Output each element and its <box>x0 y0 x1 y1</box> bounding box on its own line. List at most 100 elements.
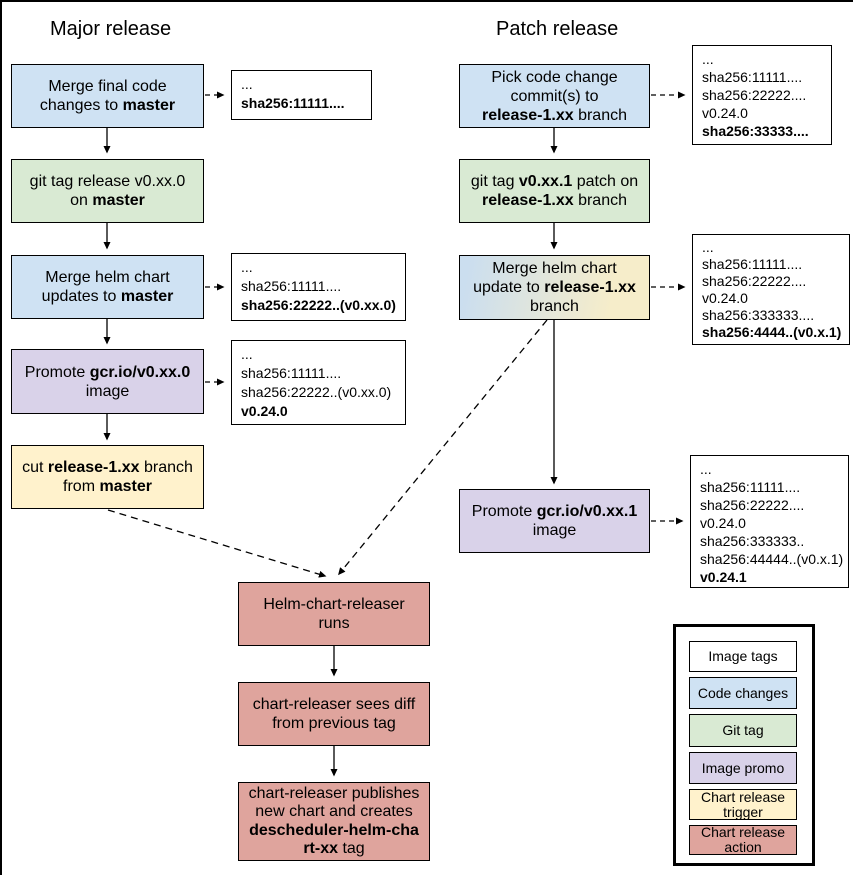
legend-item-image-promo: Image promo <box>689 752 797 784</box>
text-line: Promote gcr.io/v0.xx.0 <box>25 363 190 382</box>
text-segment: release-1.xx <box>544 279 636 296</box>
text-segment: commit(s) to <box>510 87 599 105</box>
text-line: from previous tag <box>272 714 396 733</box>
text-segment: ... <box>702 239 714 255</box>
text-segment: patch on <box>572 173 639 190</box>
text-line: Merge final code <box>48 77 166 96</box>
text-line: from master <box>63 477 152 496</box>
text-segment: ... <box>702 51 714 67</box>
text-segment: sha256:22222.... <box>702 273 807 289</box>
text-segment: from previous tag <box>272 715 396 732</box>
text-line: update to release-1.xx <box>473 278 636 297</box>
text-segment: master <box>92 192 145 209</box>
text-segment: chart-releaser publishes <box>248 784 420 802</box>
legend-label: Chart release trigger <box>700 788 786 820</box>
text-line: Helm-chart-releaser <box>263 595 404 614</box>
text-line: sha256:22222..(v0.xx.0) <box>241 383 396 402</box>
text-segment: runs <box>318 615 350 632</box>
major-release-title: Major release <box>50 18 172 40</box>
text-segment: chart-releaser sees diff <box>252 696 416 713</box>
text-segment: on <box>70 192 93 209</box>
note-patch-chart-tags: ... sha256:11111.... sha256:22222.... v0… <box>692 234 850 345</box>
legend-label: Chart release action <box>700 824 786 855</box>
text-segment: cut <box>22 459 48 476</box>
text-segment: ... <box>700 461 712 477</box>
text-segment: Merge helm chart <box>492 260 617 277</box>
text-segment: Helm-chart-releaser <box>263 596 405 613</box>
text-segment: sha256:11111.... <box>702 256 803 272</box>
text-segment: gcr.io/v0.xx.1 <box>536 503 638 520</box>
text-line: release-1.xx branch <box>482 191 627 210</box>
text-line: Merge helm chart <box>45 268 170 287</box>
text-segment: branch <box>139 459 193 476</box>
step-merge-final-code: Merge final code changes to master <box>11 64 204 128</box>
step-merge-helm-chart-master: Merge helm chart updates to master <box>11 255 204 319</box>
note-major-chart-tags: ... sha256:11111.... sha256:22222..(v0.x… <box>231 253 406 321</box>
text-segment: v0.24.0 <box>241 403 288 419</box>
text-segment: branch <box>573 106 627 124</box>
text-line: sha256:22222.... <box>700 496 839 514</box>
text-line: git tag v0.xx.1 patch on <box>471 172 638 191</box>
text-line: on master <box>70 191 145 210</box>
text-line: sha256:4444..(v0.x.1) <box>702 324 842 341</box>
text-line: Pick code change <box>491 68 617 87</box>
text-segment: gcr.io/v0.xx.0 <box>89 363 191 381</box>
text-segment: branch <box>530 298 579 315</box>
patch-release-title: Patch release <box>496 18 619 40</box>
text-line: sha256:22222..(v0.xx.0) <box>241 296 396 315</box>
text-line: rt-xx tag <box>303 840 364 859</box>
text-segment: update to <box>473 279 545 296</box>
text-segment: sha256:333333.... <box>702 307 815 323</box>
text-segment: v0.24.0 <box>702 105 748 121</box>
text-line: sha256:333333.... <box>702 307 840 324</box>
text-segment: sha256:22222.... <box>702 87 807 103</box>
text-line: v0.24.0 <box>702 290 840 307</box>
text-segment: sha256:11111.... <box>702 69 803 85</box>
note-patch-code-tags: ... sha256:11111.... sha256:22222.... v0… <box>692 45 832 145</box>
text-segment: branch <box>573 192 627 209</box>
legend-label: Git tag <box>722 722 764 738</box>
text-line: ... <box>700 460 839 478</box>
text-segment: ... <box>241 346 253 362</box>
text-line: release-1.xx branch <box>482 106 627 125</box>
text-segment: sha256:11111.... <box>241 278 342 294</box>
text-line: cut release-1.xx branch <box>22 458 193 477</box>
step-cut-release-branch: cut release-1.xx branch from master <box>11 445 204 509</box>
text-segment: sha256:22222..(v0.xx.0) <box>241 384 392 400</box>
text-line: new chart and creates <box>255 803 412 822</box>
text-line: sha256:11111.... <box>702 68 822 86</box>
text-segment: sha256:4444..(v0.x.1) <box>702 324 842 340</box>
text-segment: tag <box>338 840 365 857</box>
step-promote-image-patch: Promote gcr.io/v0.xx.1 image <box>459 489 650 553</box>
dashed-arrow <box>107 509 327 578</box>
text-segment: sha256:22222.... <box>700 497 805 513</box>
text-segment: new chart and creates <box>255 803 413 820</box>
text-segment: from <box>63 478 100 495</box>
text-segment: changes to <box>39 97 123 114</box>
text-segment: Merge final code <box>48 78 167 95</box>
text-segment: descheduler-helm-cha <box>249 821 419 839</box>
text-line: sha256:11111.... <box>241 94 362 113</box>
text-segment: master <box>122 97 176 114</box>
text-segment: master <box>99 478 152 495</box>
text-line: sha256:22222.... <box>702 86 822 104</box>
text-line: ... <box>241 75 362 94</box>
text-line: v0.24.1 <box>700 568 839 586</box>
text-line: commit(s) to <box>511 87 599 106</box>
text-line: v0.24.0 <box>241 402 396 421</box>
text-segment: release-1.xx <box>481 192 574 209</box>
text-segment: git tag release v0.xx.0 <box>29 173 186 190</box>
text-segment: image <box>85 382 130 400</box>
text-line: sha256:33333.... <box>702 122 822 140</box>
legend-label: Image tags <box>708 648 778 664</box>
note-major-code-tags: ... sha256:11111.... <box>231 70 372 120</box>
text-segment: v0.24.0 <box>702 290 748 306</box>
text-segment: git tag <box>470 173 519 190</box>
text-segment: release-1.xx <box>481 106 574 124</box>
text-segment: Pick code change <box>491 68 618 86</box>
legend-item-git-tag: Git tag <box>689 714 797 747</box>
step-promote-image-major: Promote gcr.io/v0.xx.0 image <box>11 349 204 414</box>
text-line: sha256:11111.... <box>241 364 396 383</box>
